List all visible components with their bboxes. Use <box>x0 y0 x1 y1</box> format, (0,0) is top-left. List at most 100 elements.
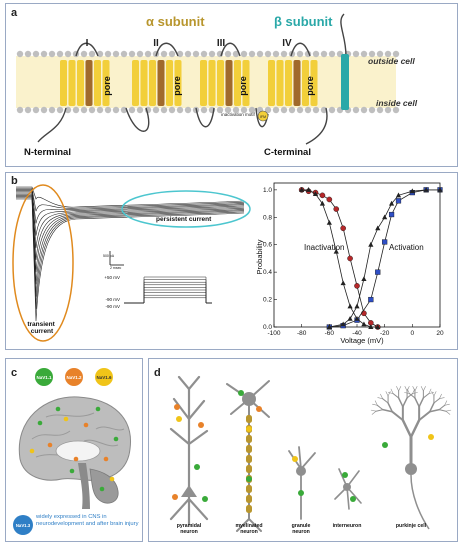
lipid-head <box>24 50 32 58</box>
transmembrane-segments <box>60 60 318 106</box>
purkinje-branch <box>418 410 431 422</box>
sodium-current-traces <box>16 186 245 322</box>
expression-dot-nav16 <box>63 416 69 422</box>
purkinje-branch <box>433 398 440 404</box>
chip-nav16 <box>95 368 113 386</box>
x-tick-label: -80 <box>297 330 307 337</box>
current-trace-9 <box>16 196 245 297</box>
purkinje-branch <box>422 393 430 399</box>
y-tick-label: 0.2 <box>263 297 272 304</box>
alpha-subunit-title: α subunit <box>146 14 205 29</box>
data-point-inactivation <box>361 310 367 317</box>
expression-dot-nav11 <box>99 486 105 492</box>
channel-diagram: IFM inactivation motif α subunit β subun… <box>16 13 418 158</box>
lipid-head <box>368 106 376 114</box>
data-point-inactivation <box>333 206 340 212</box>
expression-dot-nav12 <box>47 442 53 448</box>
scale-v-label: 500 pA <box>103 254 115 258</box>
lipid-heads-bottom <box>16 106 400 114</box>
lipid-head <box>80 106 88 114</box>
transmembrane-helix-1-2 <box>68 60 76 106</box>
purkinje-branch <box>418 397 425 408</box>
data-point-inactivation <box>354 283 360 289</box>
lipid-heads-top <box>16 50 400 58</box>
neuron-dot-nav11 <box>246 476 252 482</box>
lipid-head <box>224 106 232 114</box>
purkinje-branch <box>387 392 394 394</box>
lipid-head <box>264 50 272 58</box>
lipid-head <box>280 106 288 114</box>
expression-dot-nav16 <box>29 448 35 454</box>
current-trace-1 <box>16 186 245 208</box>
lipid-head <box>384 50 392 58</box>
lipid-head <box>72 106 80 114</box>
protocol-step-6 <box>124 289 212 304</box>
data-point-triangle <box>361 321 367 327</box>
lipid-head <box>128 50 136 58</box>
inside-cell-label: inside cell <box>376 98 418 108</box>
data-point-triangle <box>368 324 374 329</box>
x-tick-label: -40 <box>352 330 362 337</box>
chip-nav11-label: NaV1.1 <box>36 375 52 380</box>
current-trace-10 <box>16 197 245 309</box>
ifm-label: IFM <box>260 115 266 119</box>
neuron-dot-nav16 <box>246 426 252 432</box>
lipid-head <box>272 50 280 58</box>
purkinje-branch <box>438 409 447 412</box>
lipid-head <box>56 50 64 58</box>
transmembrane-helix-4-5 <box>302 60 309 106</box>
chip-nav11 <box>35 368 53 386</box>
lipid-head <box>80 50 88 58</box>
brainstem <box>78 463 90 509</box>
lipid-head <box>376 106 384 114</box>
purkinje-branch <box>387 391 391 397</box>
purkinje-branch <box>376 404 384 411</box>
purkinje-soma <box>405 463 417 475</box>
persistent-current-label: persistent current <box>156 216 212 223</box>
lipid-head <box>184 106 192 114</box>
brain-gyri <box>31 412 125 458</box>
expression-dot-nav12 <box>73 456 79 462</box>
neuron-dot-nav12 <box>174 404 180 410</box>
panel-a: a IFM inactivation motif α subunit β sub… <box>5 3 458 167</box>
lipid-head <box>120 50 128 58</box>
lipid-head <box>112 106 120 114</box>
neuron-dot-nav12 <box>172 494 178 500</box>
pore-label-iii: pore <box>238 76 248 96</box>
lipid-head <box>88 106 96 114</box>
data-point-triangle <box>319 200 326 206</box>
expression-dot-nav11 <box>55 406 61 412</box>
lipid-head <box>216 106 224 114</box>
expression-dot-nav11 <box>113 436 119 442</box>
lipid-head <box>40 106 48 114</box>
loop-iv-extracellular <box>290 42 311 57</box>
neuron-dot-nav12 <box>256 406 262 412</box>
x-tick-label: -20 <box>380 330 390 337</box>
purkinje-branch <box>390 388 394 394</box>
neuron-dot-nav12 <box>198 422 204 428</box>
purkinje-branch <box>372 403 378 406</box>
data-point-triangle <box>382 214 388 220</box>
transmembrane-helix-1-4 <box>85 60 93 106</box>
purkinje-branch <box>420 386 424 392</box>
neuron-dot-nav16 <box>292 456 298 462</box>
current-traces: persistent current transient current 500… <box>12 184 251 342</box>
lipid-head <box>248 50 256 58</box>
purkinje-branch <box>439 393 442 399</box>
transmembrane-helix-3-1 <box>200 60 207 106</box>
purkinje-branch <box>398 386 402 392</box>
lipid-head <box>184 50 192 58</box>
purkinje-branch <box>408 393 416 399</box>
neuron-dot-nav16 <box>428 434 434 440</box>
purkinje-branch <box>445 409 452 412</box>
lipid-head <box>232 50 240 58</box>
lipid-head <box>160 106 168 114</box>
beta-helix <box>341 54 349 110</box>
purkinje-branch <box>402 397 408 408</box>
purkinje-branch <box>439 397 445 399</box>
series-line-2 <box>329 189 440 328</box>
beta-subunit-title: β subunit <box>274 14 333 29</box>
